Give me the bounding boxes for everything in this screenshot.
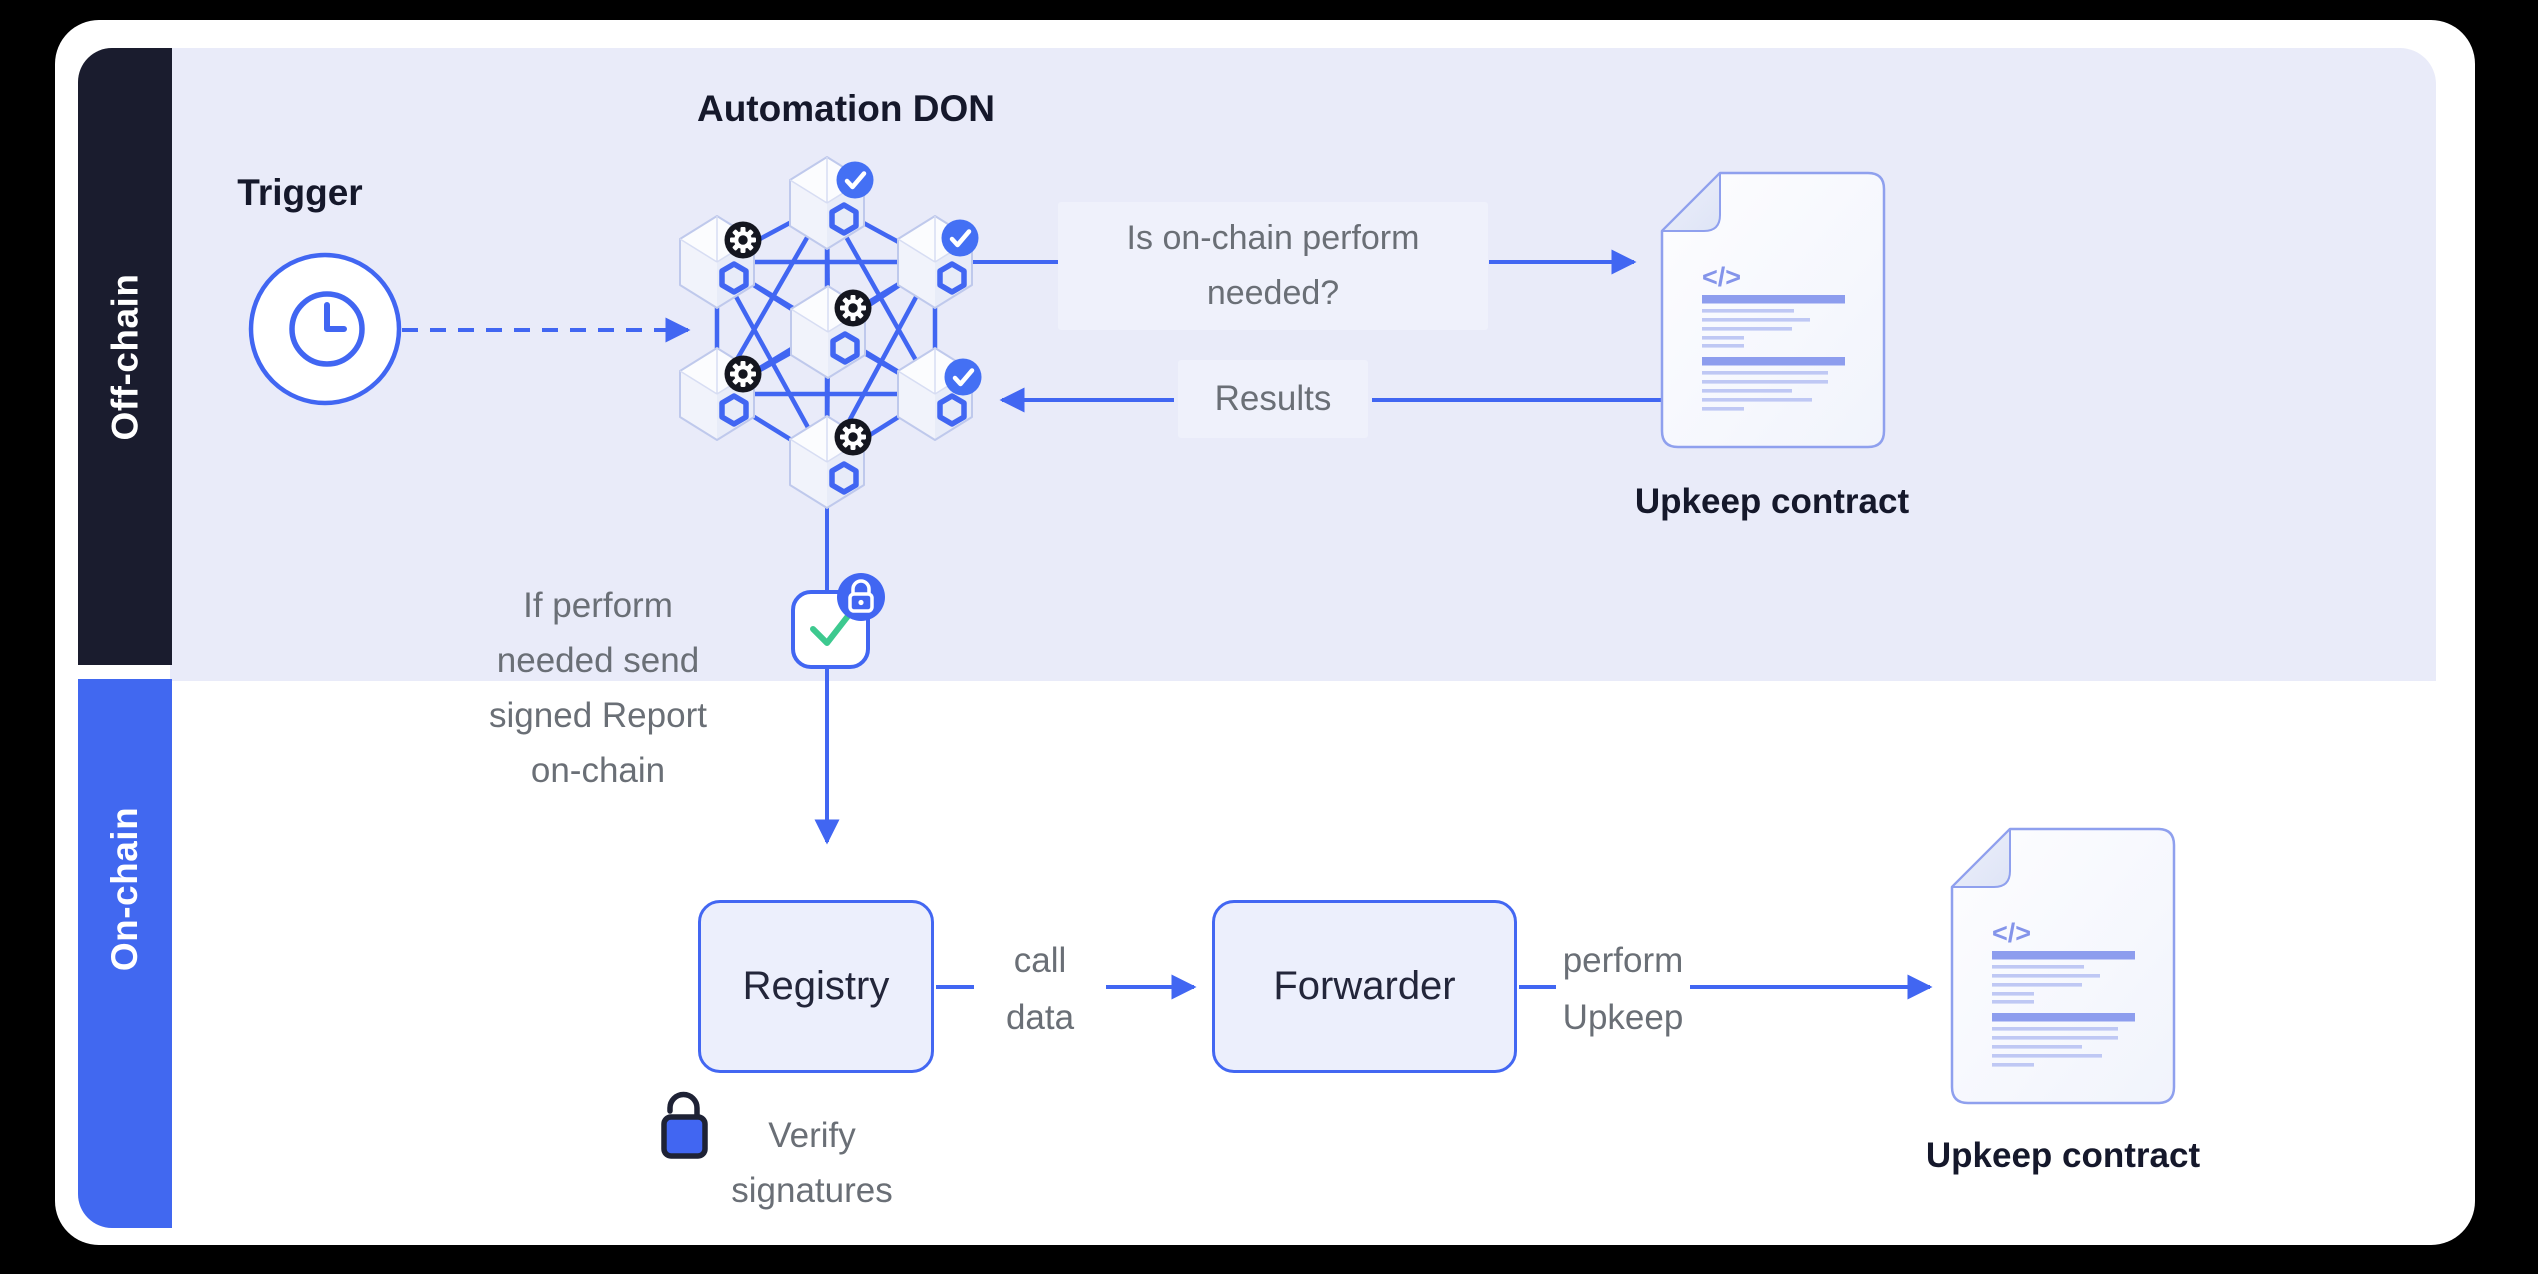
don-node (680, 348, 762, 440)
don-node (680, 216, 762, 308)
upkeep-contract-bottom-label: Upkeep contract (1925, 1136, 2201, 1175)
clock-icon (248, 252, 402, 406)
lock-badge-icon (837, 573, 885, 621)
green-check-icon (810, 613, 851, 646)
check-badge-icon (945, 359, 982, 396)
sidebar-onchain: On-chain (78, 679, 172, 1228)
don-node (791, 286, 872, 378)
don-node (790, 416, 872, 508)
don-node (898, 216, 979, 308)
upkeep-contract-doc-top (1660, 171, 1886, 449)
upkeep-contract-doc-bottom (1950, 827, 2176, 1105)
report-note: If perform needed send signed Report on-… (489, 586, 707, 790)
registry-box: Registry (698, 900, 934, 1073)
verify-signatures-note: Verify signatures (731, 1116, 893, 1210)
open-padlock-icon (661, 1091, 708, 1159)
gear-badge-icon (725, 222, 762, 259)
registry-label: Registry (742, 964, 890, 1008)
don-node (790, 157, 874, 249)
upkeep-contract-top-label: Upkeep contract (1634, 482, 1910, 521)
gear-badge-icon (835, 419, 872, 456)
check-badge-icon (942, 220, 979, 257)
trigger-label: Trigger (237, 172, 363, 213)
signed-report-box (791, 573, 885, 669)
gear-badge-icon (725, 356, 762, 393)
question-note: Is on-chain perform needed? (1058, 202, 1488, 330)
results-label: Results (1178, 360, 1368, 438)
forwarder-label: Forwarder (1273, 964, 1456, 1008)
don-title: Automation DON (696, 88, 996, 129)
don-node (898, 348, 982, 440)
sidebar-offchain: Off-chain (78, 48, 172, 665)
forwarder-box: Forwarder (1212, 900, 1517, 1073)
call-data-note: call data (1005, 941, 1075, 1037)
check-badge-icon (837, 162, 874, 199)
perform-upkeep-note: perform Upkeep (1562, 941, 1684, 1037)
gear-badge-icon (835, 290, 872, 327)
